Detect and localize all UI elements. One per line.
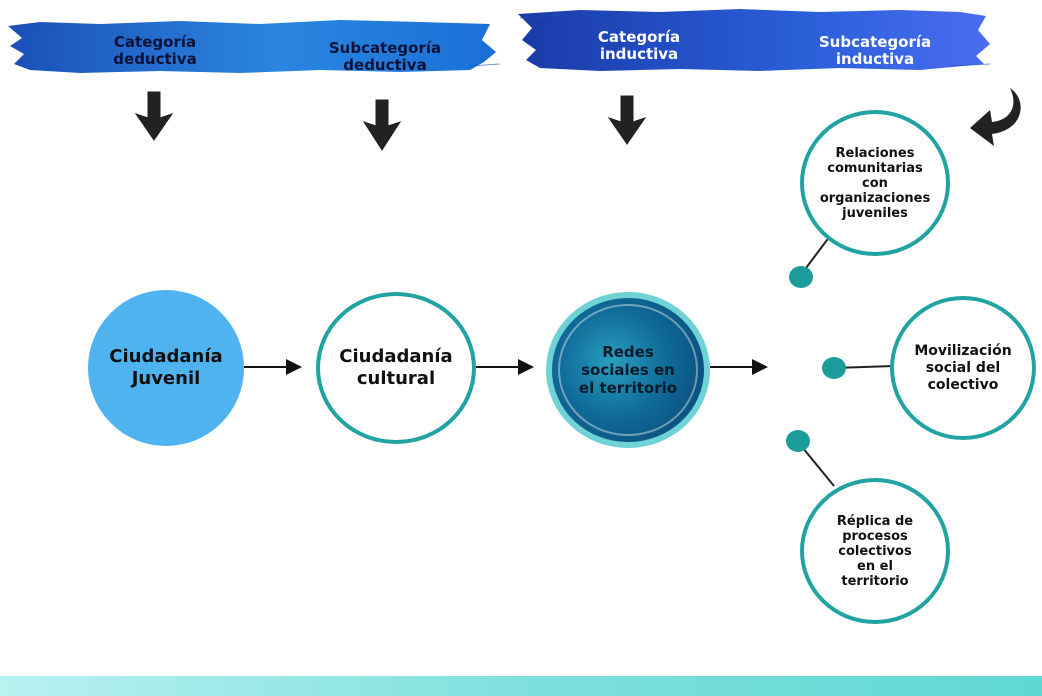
node-movilizacion-label: Movilización social del colectivo [914, 342, 1012, 393]
node-ciudadania-cultural-label: Ciudadanía cultural [339, 346, 453, 389]
header-banners [8, 9, 991, 73]
node-relaciones-comunitarias: Relaciones comunitarias con organizacion… [800, 110, 950, 256]
right-brush-stroke [518, 9, 990, 71]
node-redes-sociales-label: Redes sociales en el territorio [578, 343, 678, 397]
connector-dot-3 [786, 430, 810, 452]
down-arrow-icon-2 [362, 99, 402, 151]
header-inductive-category: Categoría inductiva [597, 28, 681, 63]
footer-band [0, 676, 1042, 696]
node-replica-label: Réplica de procesos colectivos en el ter… [836, 513, 914, 589]
node-redes-sociales: Redes sociales en el territorio [546, 292, 710, 448]
connector-dot-2 [822, 357, 846, 379]
header-deductive-subcategory: Subcategoría deductiva [328, 39, 442, 74]
header-deductive-category: Categoría deductiva [113, 33, 197, 68]
node-ciudadania-cultural: Ciudadanía cultural [316, 292, 476, 444]
down-arrow-icon-1 [134, 91, 174, 141]
node-relaciones-label: Relaciones comunitarias con organizacion… [819, 145, 931, 221]
node-ciudadania-juvenil-label: Ciudadanía Juvenil [109, 346, 223, 389]
node-replica-procesos: Réplica de procesos colectivos en el ter… [800, 478, 950, 624]
node-movilizacion-social: Movilización social del colectivo [890, 296, 1036, 440]
connector-dot-1 [789, 266, 813, 288]
left-brush-stroke [8, 20, 496, 73]
node-ciudadania-juvenil: Ciudadanía Juvenil [88, 290, 244, 446]
down-arrow-icon-3 [607, 95, 647, 145]
header-inductive-subcategory: Subcategoría inductiva [818, 33, 932, 68]
curved-arrow-icon [970, 88, 1021, 146]
